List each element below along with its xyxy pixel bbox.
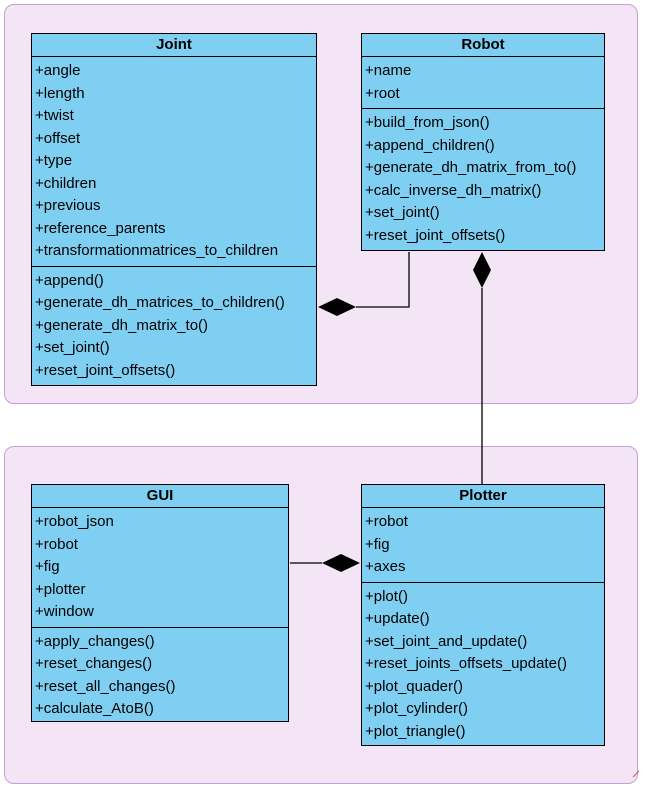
method: +generate_dh_matrices_to_children() (35, 294, 285, 311)
attribute: +axes (365, 558, 406, 575)
attribute: +twist (35, 107, 74, 124)
method: +calculate_AtoB() (35, 700, 154, 717)
method: +plot_quader() (365, 677, 463, 695)
attribute: +root (365, 84, 400, 102)
attribute: +robot (365, 513, 408, 530)
attribute: +fig (365, 535, 390, 553)
attribute: +robot (35, 535, 78, 553)
class-plotter[interactable]: Plotter +robot +fig +axes +plot() +updat… (361, 484, 605, 746)
attribute: +reference_parents (35, 219, 166, 237)
method: +update() (365, 610, 430, 627)
method: +calc_inverse_dh_matrix() (365, 181, 542, 199)
attribute: +previous (35, 197, 101, 214)
method: +reset_changes() (35, 655, 153, 672)
attribute: +type (35, 152, 73, 169)
method: +set_joint_and_update() (365, 632, 528, 650)
class-gui[interactable]: GUI +robot_json +robot +fig +plotter +wi… (31, 484, 289, 722)
attribute: +children (35, 174, 97, 192)
composition-diamond-joint-icon (318, 298, 356, 316)
method: +append_children() (365, 136, 495, 154)
attribute: +window (35, 603, 94, 620)
class-joint-attributes: +angle +length +twist +offset +type +chi… (32, 57, 316, 266)
method: +reset_joint_offsets() (365, 226, 506, 244)
attribute: +fig (35, 558, 60, 575)
method: +generate_dh_matrix_to() (35, 316, 209, 334)
method: +reset_joint_offsets() (35, 361, 176, 379)
class-plotter-title: Plotter (362, 485, 604, 508)
class-robot-title: Robot (362, 34, 604, 57)
attribute: +transformationmatrices_to_children (35, 242, 279, 259)
class-gui-attributes: +robot_json +robot +fig +plotter +window (32, 508, 288, 627)
method: +set_joint() (35, 339, 110, 356)
class-joint-methods: +append() +generate_dh_matrices_to_child… (32, 265, 316, 386)
method: +plot() (365, 587, 408, 605)
attribute: +plotter (35, 580, 86, 598)
class-plotter-attributes: +robot +fig +axes (362, 508, 604, 582)
composition-line-robot-joint (356, 252, 410, 308)
class-joint-title: Joint (32, 34, 316, 57)
method: +plot_cylinder() (365, 700, 468, 717)
attribute: +robot_json (35, 513, 114, 530)
class-robot[interactable]: Robot +name +root +build_from_json() +ap… (361, 33, 605, 251)
method: +reset_joints_offsets_update() (365, 655, 567, 672)
composition-diamond-plotter-icon (322, 554, 360, 572)
method: +append() (35, 271, 104, 289)
class-gui-methods: +apply_changes() +reset_changes() +reset… (32, 626, 288, 724)
attribute: +length (35, 84, 85, 102)
attribute: +angle (35, 62, 81, 79)
class-plotter-methods: +plot() +update() +set_joint_and_update(… (362, 581, 604, 747)
class-robot-attributes: +name +root (362, 57, 604, 108)
composition-diamond-robot-icon (473, 252, 491, 288)
resize-handle-icon (632, 770, 640, 778)
class-gui-title: GUI (32, 485, 288, 508)
method: +apply_changes() (35, 632, 155, 650)
method: +set_joint() (365, 204, 440, 221)
attribute: +offset (35, 129, 81, 147)
class-joint[interactable]: Joint +angle +length +twist +offset +typ… (31, 33, 317, 386)
method: +reset_all_changes() (35, 677, 176, 695)
class-robot-methods: +build_from_json() +append_children() +g… (362, 108, 604, 250)
method: +generate_dh_matrix_from_to() (365, 159, 577, 176)
attribute: +name (365, 62, 412, 79)
method: +build_from_json() (365, 114, 490, 131)
method: +plot_triangle() (365, 722, 466, 740)
